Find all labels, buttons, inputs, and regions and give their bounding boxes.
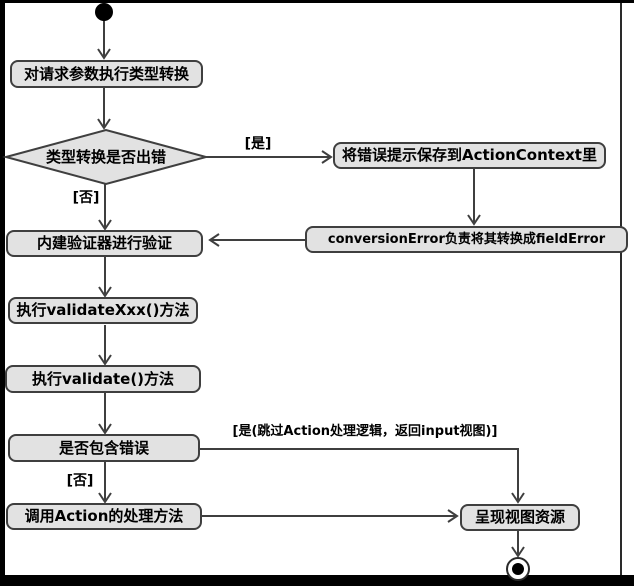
edge-render-to-end (511, 531, 525, 558)
edge-validatexxx-to-validate (98, 325, 112, 366)
edge-convert-to-decision (97, 88, 111, 130)
edge-save-to-conversionerror (467, 169, 481, 226)
edge-decision-no (98, 184, 112, 231)
activity-convert-params: 对请求参数执行类型转换 (10, 60, 203, 88)
edge-start-to-convert (97, 20, 111, 60)
edge-decision-yes (206, 150, 333, 164)
frame-left-edge (0, 0, 5, 586)
activity-contains-errors: 是否包含错误 (8, 434, 200, 462)
frame-top-edge (0, 0, 634, 3)
activity-builtin-validators: 内建验证器进行验证 (6, 230, 203, 257)
edge-validate-to-containserrors (98, 393, 112, 435)
frame-right-edge (620, 3, 622, 575)
start-node (95, 3, 113, 21)
edge-containserrors-yes-to-render (200, 448, 525, 504)
edge-label-yes-skip-action: [是(跳过Action处理逻辑，返回input视图)] (232, 424, 498, 439)
decision-label-conversion-error: 类型转换是否出错 (45, 148, 166, 166)
end-node-dot (512, 563, 524, 575)
edge-conversionerror-to-builtin (208, 233, 305, 247)
edge-label-yes: [是] (244, 136, 272, 152)
edge-label-no-top: [否] (72, 190, 100, 206)
edge-builtin-to-validatexxx (98, 257, 112, 298)
edge-containserrors-no (98, 462, 112, 504)
activity-conversionerror-to-fielderror: conversionError负责将其转换成fieldError (305, 226, 628, 253)
activity-run-validate: 执行validate()方法 (5, 365, 201, 393)
edge-invokeaction-to-render (202, 509, 459, 523)
activity-render-view: 呈现视图资源 (460, 504, 580, 531)
decision-diamond-conversion-error (2, 128, 210, 186)
frame-bottom-edge (0, 575, 634, 586)
edge-label-no-bottom: [否] (66, 473, 94, 489)
activity-invoke-action: 调用Action的处理方法 (6, 503, 202, 530)
activity-run-validatexxx: 执行validateXxx()方法 (8, 297, 198, 324)
activity-save-error-to-actioncontext: 将错误提示保存到ActionContext里 (333, 142, 606, 169)
